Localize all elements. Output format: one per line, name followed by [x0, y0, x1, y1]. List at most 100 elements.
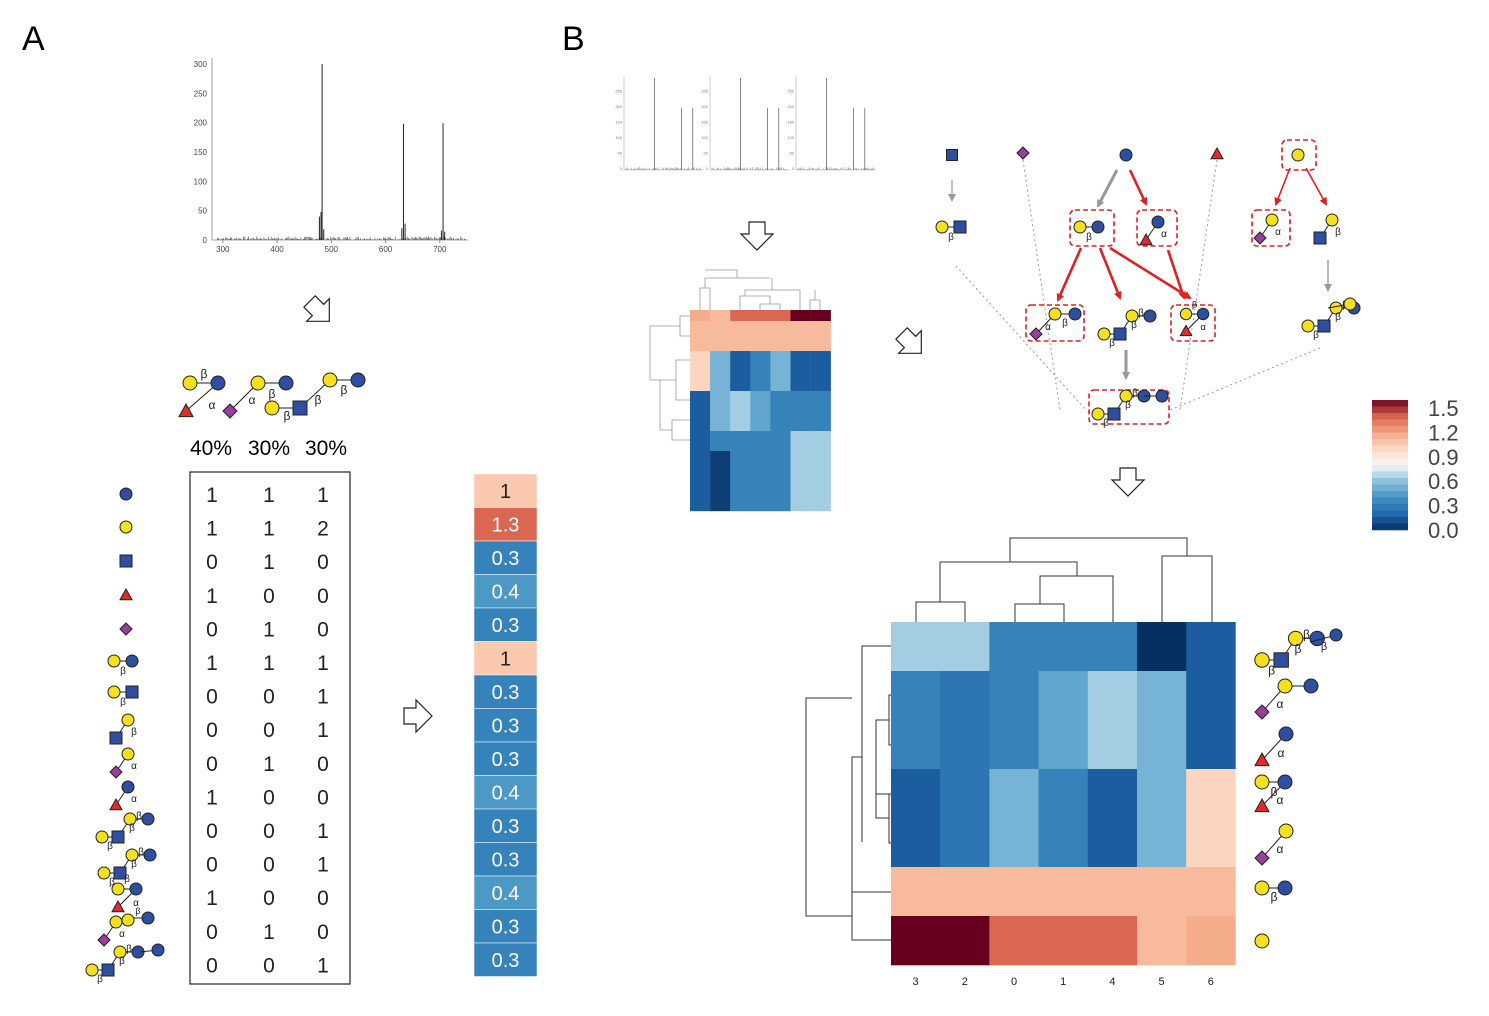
thumb-tick: 50 [790, 151, 795, 156]
linkage-label: α [1045, 322, 1051, 333]
legend-tick-label: 0.9 [1428, 445, 1459, 470]
galactose-icon [109, 915, 123, 929]
matrix-cell: 0 [317, 618, 329, 641]
column-label: 2 [962, 976, 968, 988]
thumb-tick: 250 [615, 89, 622, 94]
linkage-label: β [138, 847, 144, 858]
galactose-icon [1179, 307, 1193, 321]
small-heat-cell [770, 431, 791, 452]
small-heat-cell [810, 351, 831, 392]
galactose-icon [1073, 220, 1087, 234]
linkage-label: α [209, 398, 216, 412]
linkage-label: β [1131, 320, 1137, 331]
vector-cell [473, 775, 538, 810]
vector-cell-value: 1 [500, 481, 511, 503]
vector-cell-value: 0.4 [492, 782, 520, 804]
heat-cell [891, 818, 941, 868]
linkage-label: β [269, 387, 276, 401]
heat-cell [1087, 671, 1138, 721]
thumb-tick: 250 [701, 89, 708, 94]
legend-swatch [1372, 400, 1408, 407]
linkage-label: β [1132, 388, 1138, 399]
galactose-icon [1254, 652, 1270, 668]
small-heat-cell [690, 321, 711, 352]
legend-swatch [1372, 504, 1408, 511]
matrix-cell: 2 [317, 518, 329, 541]
linkage-label: α [119, 929, 125, 940]
highlight-box [1025, 304, 1085, 342]
small-heat-cell [770, 321, 791, 352]
matrix-cell: 1 [206, 652, 218, 675]
small-heat-cell [810, 431, 831, 452]
heat-cell [989, 818, 1039, 868]
matrix-cell: 1 [206, 887, 218, 910]
linkage-label: α [1275, 227, 1281, 238]
matrix-cell: 0 [263, 954, 275, 977]
linkage-label: β [124, 874, 130, 885]
highlight-edge [1098, 247, 1122, 300]
glucose-icon [210, 375, 226, 391]
legend-swatch [1372, 452, 1408, 459]
matrix-cell: 1 [317, 484, 329, 507]
linkage-label: α [1161, 229, 1167, 240]
vector-cell [473, 808, 538, 843]
small-heat-cell [750, 321, 771, 352]
galactose-icon [1125, 309, 1139, 323]
linkage-label: β [284, 409, 291, 423]
linkage-label: β [136, 811, 142, 822]
heat-cell [940, 769, 990, 819]
vector-cell-value: 0.3 [492, 749, 520, 771]
fucose-icon [178, 402, 194, 418]
legend-swatch [1372, 491, 1408, 498]
galactose-icon [1301, 319, 1315, 333]
glucose-icon [1143, 309, 1157, 323]
glucose-icon [1277, 774, 1293, 790]
heat-cell [1038, 622, 1089, 672]
matrix-cell: 1 [206, 484, 218, 507]
heat-cell [1087, 622, 1138, 672]
small-heat-cell [790, 351, 811, 392]
sialic-acid-icon [1029, 327, 1043, 341]
heat-cell [1038, 769, 1089, 819]
legend-swatch [1372, 465, 1408, 472]
linkage-label: β [120, 697, 126, 708]
vector-cell [473, 473, 538, 508]
heat-cell [940, 671, 990, 721]
thumb-tick: 200 [787, 104, 794, 109]
linkage-label: α [1277, 697, 1284, 711]
thumb-tick: 0 [706, 166, 709, 171]
legend-tick-label: 0.3 [1428, 494, 1459, 519]
highlight-edge [1056, 247, 1083, 302]
vector-cell-value: 0.3 [492, 548, 520, 570]
small-heat-cell [810, 451, 831, 512]
fucose-icon [111, 899, 125, 913]
glucose-icon [119, 487, 133, 501]
linkage-label: β [1295, 642, 1302, 656]
heat-cell [1087, 916, 1138, 966]
highlight-edge [1274, 167, 1291, 206]
galactose-icon [250, 375, 266, 391]
heat-cell [1137, 916, 1187, 966]
thumb-tick: 0 [792, 166, 795, 171]
percentage-1: 40% [190, 437, 232, 460]
legend-swatch [1372, 419, 1408, 427]
thumb-tick: 50 [704, 151, 709, 156]
y-tick-label: 150 [194, 148, 208, 157]
glucose-icon [278, 375, 294, 391]
legend-swatch [1372, 413, 1408, 420]
small-heat-cell [770, 351, 791, 392]
vector-cell [473, 574, 538, 609]
linkage-label: β [1086, 232, 1092, 243]
heat-cell [1038, 867, 1089, 917]
small-heat-cell [730, 431, 751, 452]
galactose-icon [1254, 880, 1270, 896]
small-heat-cell [790, 321, 811, 352]
heat-cell [1137, 818, 1187, 868]
heat-cell [1186, 769, 1236, 819]
galactose-icon [121, 913, 135, 927]
thumb-tick: 100 [787, 135, 794, 140]
vector-cell [473, 741, 538, 776]
heat-cell [1186, 867, 1236, 917]
arrow-spectra-to-heatmap [739, 221, 775, 251]
